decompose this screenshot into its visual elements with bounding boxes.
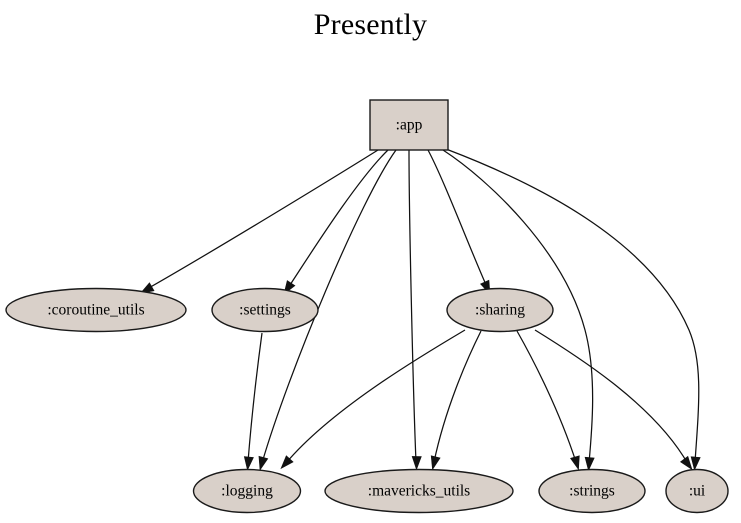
node-strings[interactable]: :strings bbox=[538, 468, 646, 514]
node-ellipse[interactable] bbox=[192, 468, 302, 514]
arrowhead-icon bbox=[679, 455, 693, 471]
edge-line bbox=[408, 149, 417, 463]
node-ellipse[interactable] bbox=[446, 287, 554, 333]
node-mavericks_utils[interactable]: :mavericks_utils bbox=[324, 468, 514, 514]
nodes-layer: :app :coroutine_utils :settings :sharing :lo… bbox=[5, 99, 729, 514]
edge-app-to-coroutine_utils bbox=[139, 149, 379, 294]
edge-app-to-ui bbox=[445, 148, 701, 471]
edge-line bbox=[433, 330, 482, 463]
edge-line bbox=[247, 332, 263, 463]
node-ellipse[interactable] bbox=[5, 287, 187, 333]
node-label: :app bbox=[396, 117, 423, 134]
node-ellipse[interactable] bbox=[211, 287, 319, 333]
node-sharing[interactable]: :sharing bbox=[446, 287, 554, 333]
edge-sharing-to-ui bbox=[534, 329, 693, 471]
edge-line bbox=[445, 148, 700, 463]
node-ellipse[interactable] bbox=[538, 468, 646, 514]
edge-settings-to-logging bbox=[243, 332, 263, 471]
edge-line bbox=[285, 329, 466, 464]
edge-line bbox=[261, 149, 397, 464]
node-label: :coroutine_utils bbox=[47, 302, 144, 319]
arrowhead-icon bbox=[430, 455, 441, 471]
node-label: :strings bbox=[569, 483, 615, 500]
edge-app-to-logging bbox=[258, 149, 397, 471]
edge-app-to-settings bbox=[283, 149, 389, 295]
edge-app-to-sharing bbox=[427, 149, 491, 295]
node-rect[interactable] bbox=[369, 99, 449, 151]
node-label: :sharing bbox=[475, 302, 525, 319]
node-logging[interactable]: :logging bbox=[192, 468, 302, 514]
arrowhead-icon bbox=[280, 455, 294, 470]
edge-line bbox=[516, 330, 577, 463]
edge-sharing-to-strings bbox=[516, 330, 580, 471]
arrowhead-icon bbox=[584, 456, 595, 472]
node-app[interactable]: :app bbox=[369, 99, 449, 151]
edge-line bbox=[146, 149, 379, 290]
edge-sharing-to-mavericks_utils bbox=[430, 330, 482, 471]
arrowhead-icon bbox=[243, 456, 254, 471]
node-label: :ui bbox=[689, 483, 706, 500]
node-ui[interactable]: :ui bbox=[665, 468, 729, 514]
edges-layer bbox=[139, 148, 701, 472]
edge-app-to-mavericks_utils bbox=[408, 149, 422, 471]
node-label: :mavericks_utils bbox=[368, 483, 470, 500]
node-label: :logging bbox=[221, 483, 273, 500]
node-label: :settings bbox=[239, 302, 291, 319]
edge-sharing-to-logging bbox=[280, 329, 466, 470]
edge-app-to-strings bbox=[442, 149, 595, 472]
edge-line bbox=[427, 149, 488, 288]
arrowhead-icon bbox=[570, 455, 580, 471]
arrowhead-icon bbox=[411, 456, 422, 471]
node-coroutine_utils[interactable]: :coroutine_utils bbox=[5, 287, 187, 333]
page-title: Presently bbox=[313, 8, 428, 41]
edge-line bbox=[442, 149, 594, 464]
edge-line bbox=[287, 149, 389, 289]
node-ellipse[interactable] bbox=[665, 468, 729, 514]
node-ellipse[interactable] bbox=[324, 468, 514, 514]
arrowhead-icon bbox=[258, 455, 269, 471]
node-settings[interactable]: :settings bbox=[211, 287, 319, 333]
edge-line bbox=[534, 329, 689, 465]
arrowhead-icon bbox=[690, 456, 701, 471]
